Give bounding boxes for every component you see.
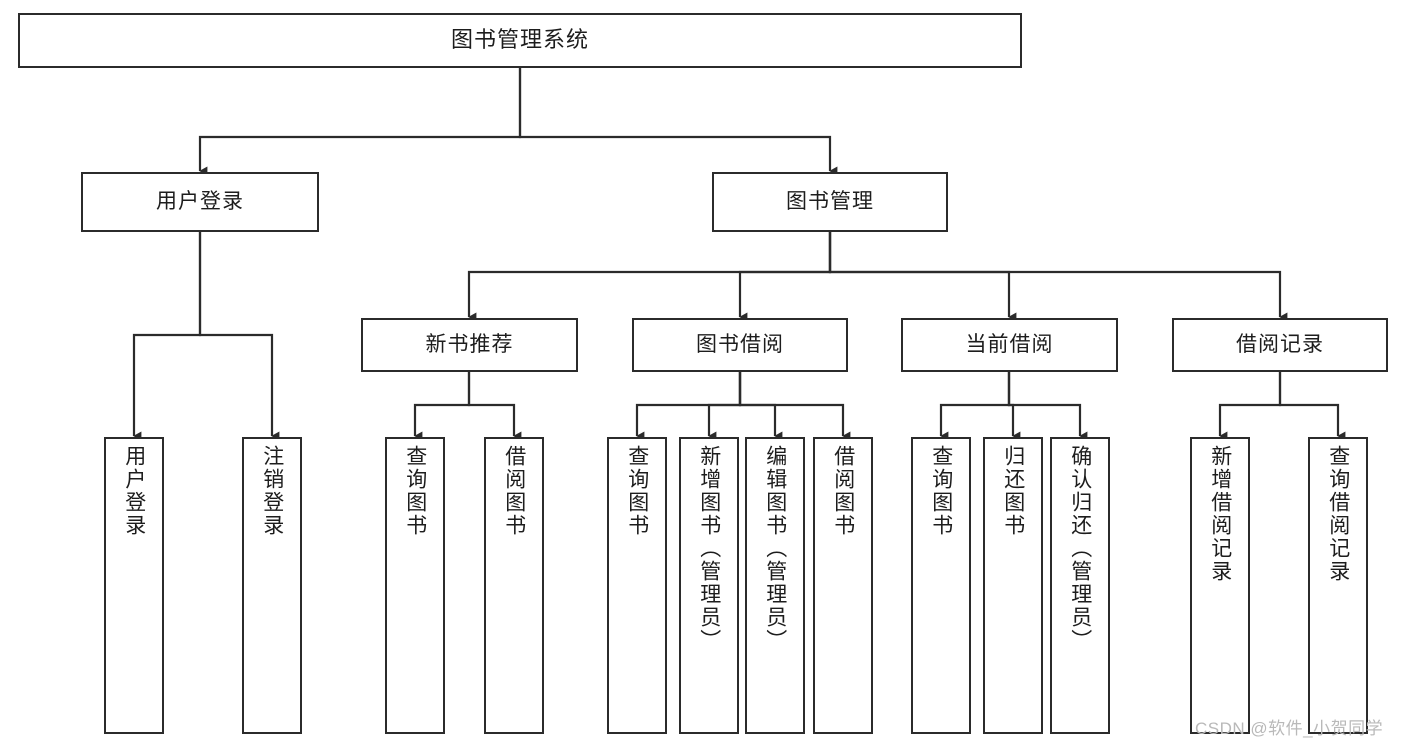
node-label: 查询图书 — [929, 445, 953, 537]
node-records[interactable]: 借阅记录 — [1172, 318, 1388, 372]
node-l-confirm[interactable]: 确认归还（管理员） — [1050, 437, 1110, 734]
edge-login-to-l-login — [132, 232, 202, 441]
node-label: 用户登录 — [156, 190, 244, 214]
node-l-borrow2[interactable]: 借阅图书 — [813, 437, 873, 734]
node-l-login[interactable]: 用户登录 — [104, 437, 164, 734]
node-label: 查询图书 — [403, 445, 427, 537]
node-label: 图书管理系统 — [450, 27, 589, 53]
node-newbook[interactable]: 新书推荐 — [361, 318, 578, 372]
edge-newbook-to-l-query1 — [413, 372, 471, 441]
edge-current-to-l-query3 — [939, 372, 1011, 441]
edge-layer — [132, 68, 1346, 441]
node-root[interactable]: 图书管理系统 — [18, 13, 1022, 68]
node-label: 查询借阅记录 — [1326, 445, 1350, 583]
node-l-query3[interactable]: 查询图书 — [911, 437, 971, 734]
node-label: 新书推荐 — [425, 333, 514, 357]
edge-login-to-l-logout — [198, 232, 280, 441]
edge-newbook-to-l-borrow1 — [467, 372, 522, 441]
edge-bookmgmt-to-newbook — [467, 232, 832, 322]
node-label: 新增借阅记录 — [1208, 445, 1232, 583]
node-label: 确认归还（管理员） — [1068, 445, 1092, 652]
node-l-queryrec[interactable]: 查询借阅记录 — [1308, 437, 1368, 734]
node-l-logout[interactable]: 注销登录 — [242, 437, 302, 734]
node-l-return[interactable]: 归还图书 — [983, 437, 1043, 734]
node-l-add[interactable]: 新增图书（管理员） — [679, 437, 739, 734]
node-bookmgmt[interactable]: 图书管理 — [712, 172, 948, 232]
node-label: 借阅图书 — [831, 445, 855, 537]
node-label: 查询图书 — [625, 445, 649, 537]
node-current[interactable]: 当前借阅 — [901, 318, 1118, 372]
node-l-addrec[interactable]: 新增借阅记录 — [1190, 437, 1250, 734]
node-label: 当前借阅 — [965, 333, 1054, 357]
edge-borrow-to-l-add — [707, 372, 742, 441]
node-label: 新增图书（管理员） — [697, 445, 721, 652]
node-login[interactable]: 用户登录 — [81, 172, 319, 232]
node-borrow[interactable]: 图书借阅 — [632, 318, 848, 372]
node-l-query2[interactable]: 查询图书 — [607, 437, 667, 734]
node-label: 归还图书 — [1001, 445, 1025, 537]
node-l-query1[interactable]: 查询图书 — [385, 437, 445, 734]
edge-root-to-bookmgmt — [518, 68, 838, 176]
node-label: 用户登录 — [122, 445, 146, 537]
node-label: 图书管理 — [786, 190, 874, 214]
edge-bookmgmt-to-records — [828, 232, 1288, 322]
node-label: 图书借阅 — [696, 333, 784, 357]
node-label: 借阅记录 — [1236, 333, 1324, 357]
edge-current-to-l-confirm — [1007, 372, 1088, 441]
edge-root-to-login — [198, 68, 522, 176]
node-l-borrow1[interactable]: 借阅图书 — [484, 437, 544, 734]
edge-borrow-to-l-borrow2 — [738, 372, 851, 441]
edge-records-to-l-addrec — [1218, 372, 1282, 441]
node-label: 注销登录 — [260, 445, 284, 537]
node-l-edit[interactable]: 编辑图书（管理员） — [745, 437, 805, 734]
edge-records-to-l-queryrec — [1278, 372, 1346, 441]
node-label: 编辑图书（管理员） — [763, 445, 787, 652]
edge-bookmgmt-to-borrow — [738, 232, 832, 322]
edge-bookmgmt-to-current — [828, 232, 1017, 322]
node-label: 借阅图书 — [502, 445, 526, 537]
